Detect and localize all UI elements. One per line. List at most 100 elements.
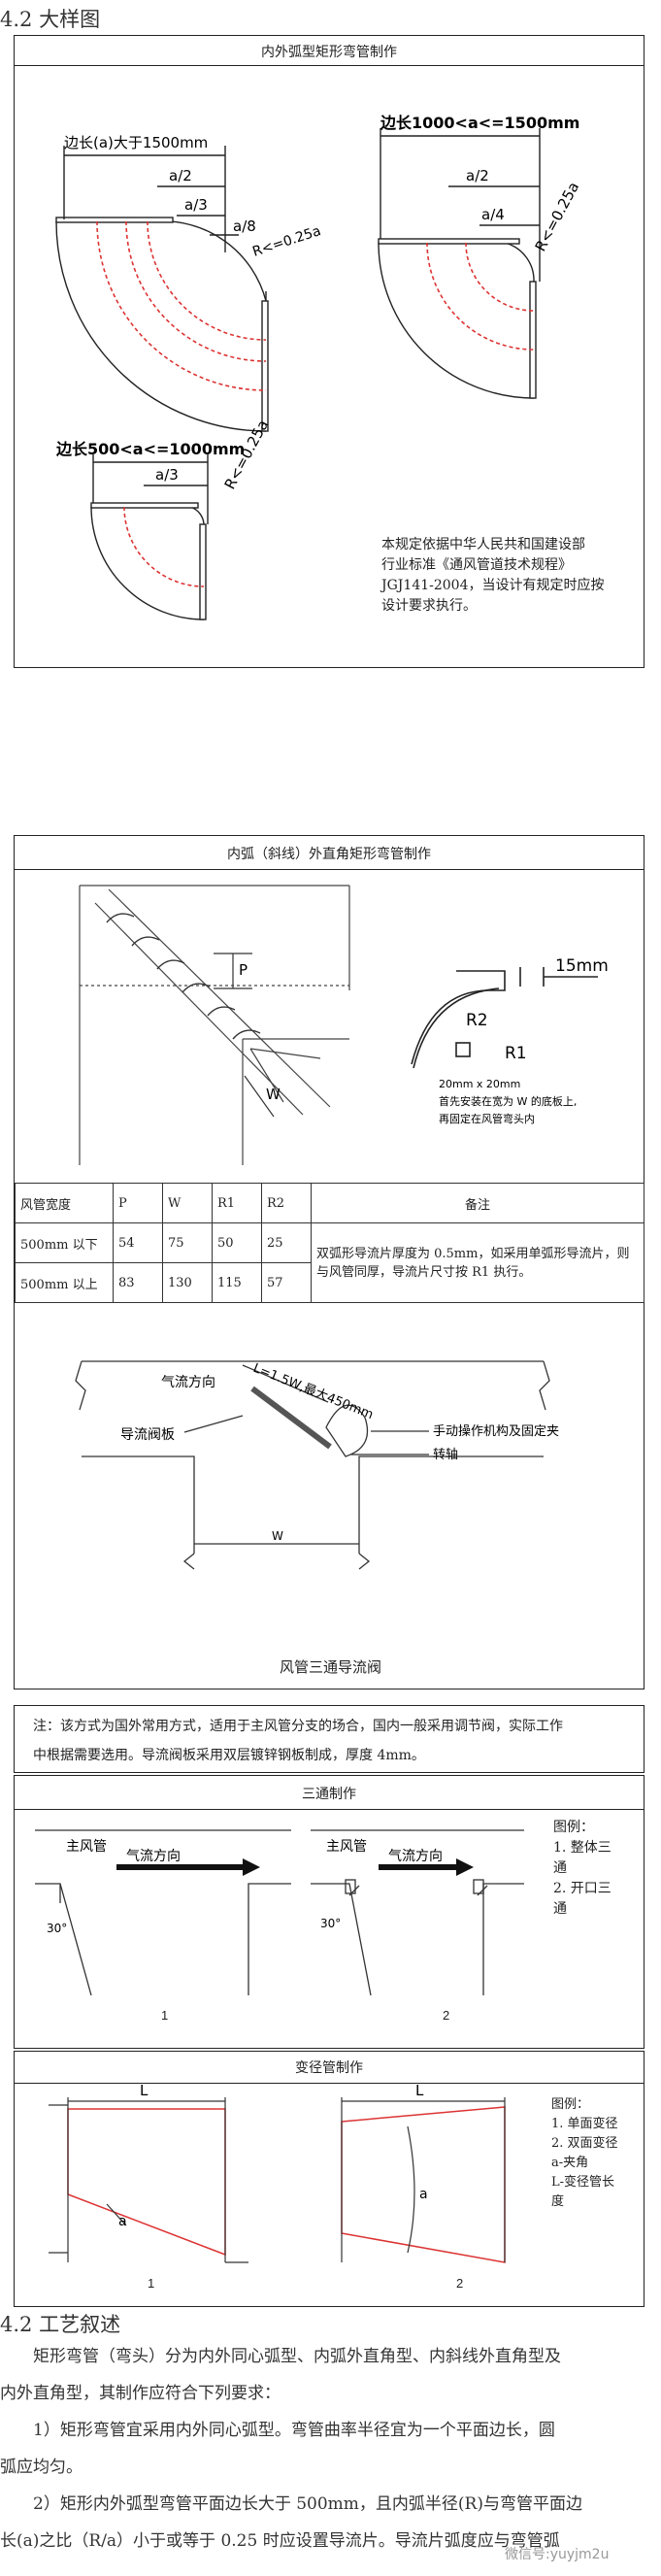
arrow-icon [379,1858,474,1876]
table-remark: 双弧形导流片厚度为 0.5mm，如采用单弧形导流片，则与风管同厚，导流片尺寸按 … [311,1222,644,1303]
damper-label: 导流阀板 [120,1427,175,1443]
divider [15,2083,644,2084]
reducer-legend: 图例： 1. 单面变径 2. 双面变径 a-夹角 L-变径管长 度 [551,2095,618,2212]
paragraph-line: 2）矩形内外弧型弯管平面边长大于 500mm，且内弧半径(R)与弯管平面边 [33,2494,582,2514]
paragraph-line: 长(a)之比（R/a）小于或等于 0.25 时应设置导流片。导流片弧度应与弯管弧 [0,2531,560,2551]
airflow-label: 气流方向 [126,1849,181,1864]
r2-label: R2 [466,1011,488,1030]
table-cell: 83 [113,1262,163,1303]
angle-label: 30° [320,1917,341,1930]
edge-label: 边长(a)大于1500mm [64,134,208,151]
standard-note: 本规定依据中华人民共和国建设部 行业标准《通风管道技术规程》 JGJ141-20… [381,535,624,617]
legend-line: 图例： [551,2097,590,2112]
vane-note: 20mm x 20mm [439,1078,520,1090]
axis-label: 转轴 [433,1448,458,1462]
elbow-figure-medium: 边长1000<a<=1500mm a/2 a/4 R<=0.25a [378,114,582,399]
panel-title: 三通制作 [302,1787,356,1802]
vane-note: 首先安装在宽为 W 的底板上, [439,1094,577,1108]
table-cell: 50 [212,1222,262,1263]
table-cell: 130 [162,1262,213,1303]
angle-label: 30° [47,1922,67,1935]
vane-spec-table: 风管宽度 P W R1 R2 备注 500mm 以下 54 75 50 25 双… [15,1183,644,1303]
figure-number: 1 [148,2276,155,2291]
process-title: 4.2 工艺叙述 [0,2313,121,2336]
airflow-label: 气流方向 [388,1849,443,1864]
note-line: 本规定依据中华人民共和国建设部 [381,537,585,552]
divider [15,1809,644,1810]
note-line: 注：该方式为国外常用方式，适用于主风管分支的场合，国内一般采用调节阀，实际工作 [33,1719,563,1734]
dim-label: a/4 [481,206,505,223]
main-duct-label: 主风管 [326,1839,367,1855]
tee-figures: 主风管 气流方向 主风管 气流方向 30° 30° [35,1829,524,1996]
tee-damper-figure: L=1.5W,最大450mm 气流方向 导流阀板 手动操作机构及固定夹 转轴 W [75,1360,559,1570]
figure-number: 2 [456,2276,464,2291]
angle-a-label: a [118,2214,127,2229]
divider [15,65,644,66]
legend-line: 度 [551,2194,565,2209]
panel-title: 变径管制作 [295,2060,363,2076]
paragraph-line: 内外直角型，其制作应符合下列要求： [0,2384,281,2403]
divider [15,869,644,870]
table-cell: 54 [113,1222,163,1263]
vane-note: 再固定在风管弯头内 [439,1112,535,1125]
dim-label: a/3 [184,196,208,214]
watermark: 微信号:yuyjm2u [505,2547,610,2562]
table-cell: 500mm 以下 [15,1222,114,1263]
legend-line: 2. 双面变径 [551,2136,618,2151]
table-cell: 57 [261,1262,312,1303]
airflow-label: 气流方向 [161,1375,215,1390]
tee-damper-caption: 风管三通导流阀 [279,1658,381,1676]
table-cell: 25 [261,1222,312,1263]
note-line: 中根据需要选用。导流阀板采用双层镀锌钢板制成，厚度 4mm。 [33,1748,425,1763]
length-label: L [140,2082,149,2099]
main-duct-label: 主风管 [66,1839,107,1855]
note-text: 注：该方式为国外常用方式，适用于主风管分支的场合，国内一般采用调节阀，实际工作 … [33,1712,635,1770]
note-line: JGJ141-2004，当设计有规定时应按 [381,578,605,593]
table-row: 500mm 以上 83 130 115 57 [15,1262,644,1303]
legend-line: L-变径管长 [551,2175,615,2190]
note-panel [14,1705,644,1773]
legend-line: 2. 开口三 [553,1881,611,1896]
edge-label: 边长1000<a<=1500mm [380,114,579,132]
dim-label: a/3 [155,466,179,484]
section-title: 4.2 大样图 [0,8,101,31]
dim-15mm: 15mm [555,956,609,976]
table-row: 500mm 以下 54 75 50 25 双弧形导流片厚度为 0.5mm，如采用… [15,1222,644,1303]
panel-title: 内弧（斜线）外直角矩形弯管制作 [227,847,431,862]
legend-line: a-夹角 [551,2156,589,2170]
paragraph-line: 1）矩形弯管宜采用内外同心弧型。弯管曲率半径宜为一个平面边长，圆 [33,2421,555,2440]
reducer-figures: L a L a [49,2082,506,2263]
reducer-panel: 变径管制作 [14,2051,644,2307]
note-line: 行业标准《通风管道技术规程》 [381,557,572,573]
angle-a-label: a [419,2187,428,2202]
tee-panel: 三通制作 [14,1775,644,2049]
elbow-figure-small: 边长500<a<=1000mm a/3 R<=0.25a [55,417,272,620]
arrow-icon [116,1858,260,1876]
dim-label: a/2 [169,167,192,184]
table-header: R2 [261,1183,312,1223]
tee-legend: 图例： 1. 整体三 通 2. 开口三 通 [553,1818,611,1920]
legend-line: 通 [553,1860,567,1876]
length-label: L [415,2082,424,2099]
mechanism-label: 手动操作机构及固定夹 [433,1423,559,1439]
note-line: 设计要求执行。 [381,598,477,614]
table-header: 风管宽度 [15,1183,114,1223]
paragraph-line: 弧应均匀。 [0,2458,83,2477]
w-label: W [266,1086,281,1103]
legend-line: 通 [553,1901,567,1917]
legend-line: 1. 单面变径 [551,2117,618,2131]
elbow-figure-large: 边长(a)大于1500mm a/2 a/3 a/8 R<=0.25a [55,134,323,432]
table-header-row: 风管宽度 P W R1 R2 备注 [15,1183,644,1223]
figure-number: 2 [443,2008,450,2023]
paragraph-line: 矩形弯管（弯头）分为内外同心弧型、内弧外直角型、内斜线外直角型及 [33,2347,561,2366]
r1-label: R1 [505,1044,527,1063]
table-header: P [113,1183,163,1223]
legend-line: 图例： [553,1820,594,1835]
panel-title: 内外弧型矩形弯管制作 [261,45,397,60]
w-label: W [272,1529,283,1543]
p-label: P [239,961,248,979]
table-cell: 500mm 以上 [15,1262,114,1303]
figure-number: 1 [161,2008,169,2023]
dim-label: a/8 [233,217,256,235]
edge-label: 边长500<a<=1000mm [55,440,245,458]
